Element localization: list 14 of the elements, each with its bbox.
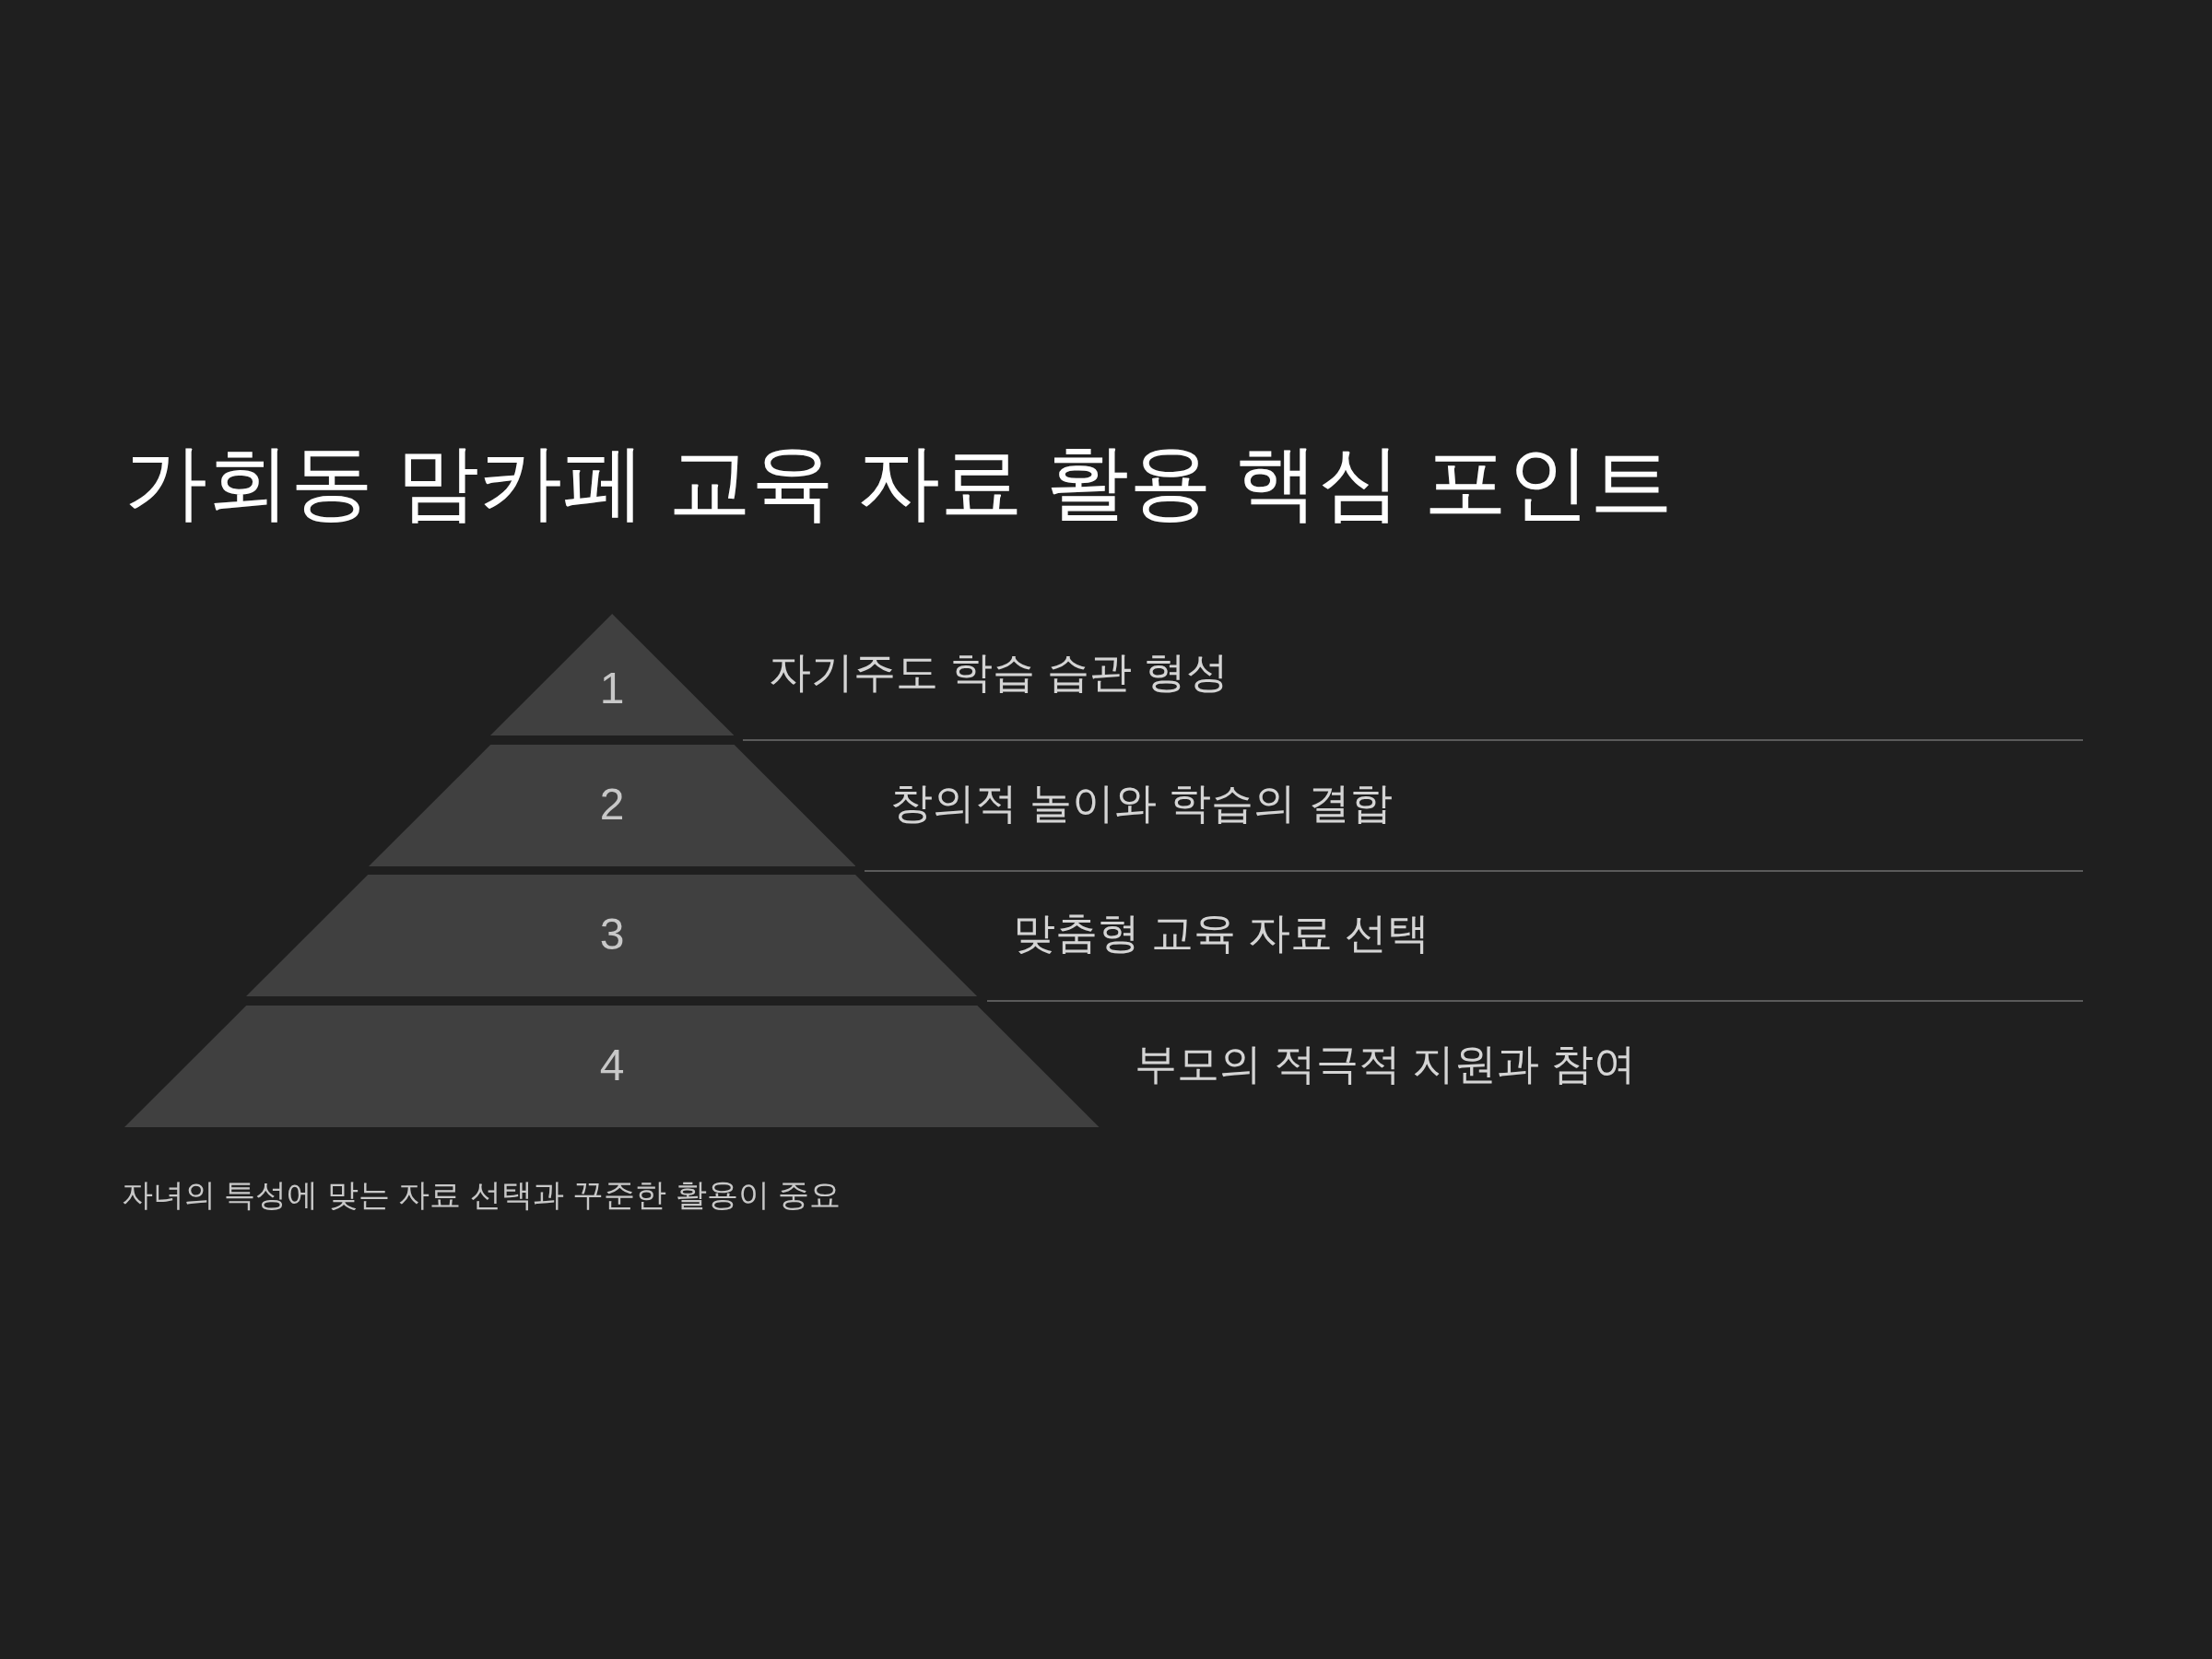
pyramid-top-triangle: [489, 614, 735, 735]
level-label: 창의적 놀이와 학습의 결합: [890, 781, 1393, 824]
caption: 자녀의 특성에 맞는 자료 선택과 꾸준한 활용이 중요: [122, 1179, 841, 1210]
pyramid-level: [124, 1006, 1100, 1128]
pyramid-level: [368, 744, 856, 866]
level-number: 1: [599, 666, 625, 711]
pyramid-level: [246, 875, 978, 997]
level-number: 2: [599, 782, 625, 827]
title: 가회동 맘카페 교육 자료 활용 핵심 포인트: [124, 441, 1674, 524]
level-label: 자기주도 학습 습관 형성: [769, 651, 1229, 693]
level-label: 부모의 적극적 지원과 참여: [1134, 1042, 1637, 1086]
level-number: 3: [599, 912, 625, 958]
level-label: 맞춤형 교육 자료 선택: [1012, 912, 1430, 955]
level-number: 4: [599, 1043, 625, 1088]
